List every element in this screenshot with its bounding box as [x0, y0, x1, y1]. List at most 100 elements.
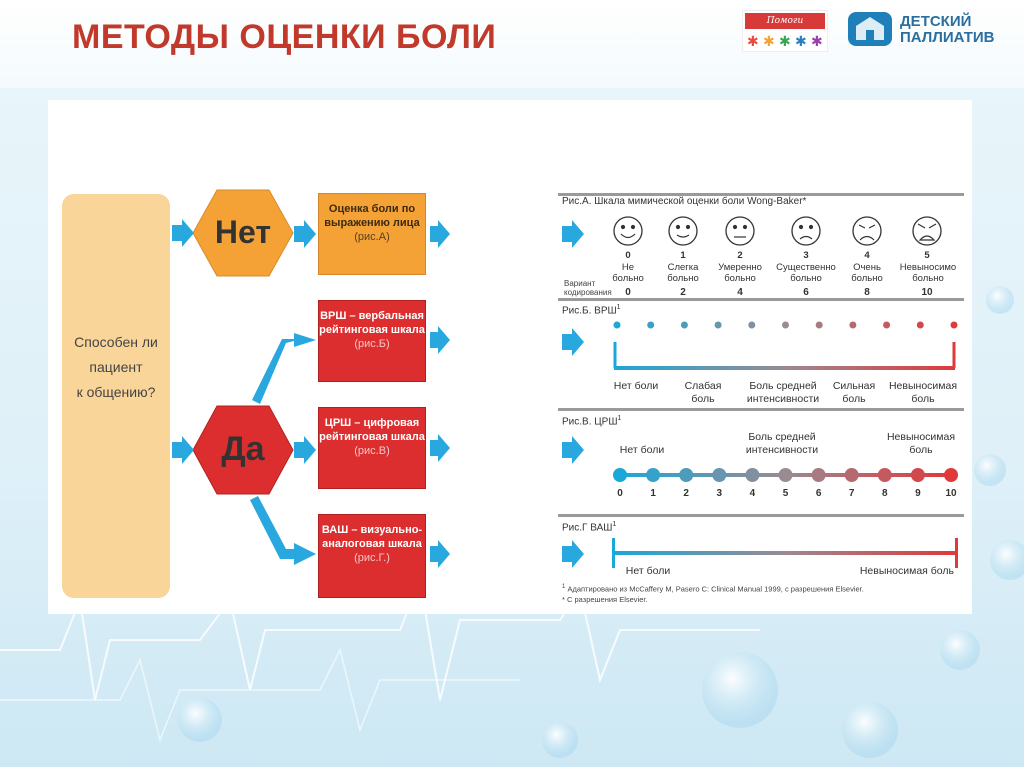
scale-d-title-text: Рис.Г ВАШ: [562, 522, 613, 534]
arrow-icon: [430, 540, 450, 568]
nrs-dot: [712, 468, 727, 482]
vrs-dot: [680, 321, 688, 329]
face-icon-4: [852, 216, 882, 246]
nrs-dot: [811, 468, 826, 482]
vrs-dot: [613, 321, 621, 329]
box-ref: (рис.Б): [354, 338, 390, 350]
face-num: 5: [924, 250, 930, 261]
svg-text:✱: ✱: [795, 34, 807, 49]
scale-d-title: Рис.Г ВАШ1: [562, 521, 616, 533]
footnote-mark: 1: [616, 304, 621, 311]
separator: [558, 193, 964, 196]
children-figures-icon: ✱ ✱ ✱ ✱ ✱: [747, 34, 823, 49]
question-box: [62, 194, 170, 598]
face-label: Очень больно: [851, 262, 883, 284]
arrow-icon: [172, 436, 194, 464]
vrs-label: Невыносимая боль: [888, 380, 958, 405]
box-ref: (рис.Г.): [354, 552, 390, 564]
charity-logo: Помоги сегодня! ✱ ✱ ✱ ✱ ✱: [742, 10, 828, 52]
logo-line2: ПАЛЛИАТИВ: [900, 29, 995, 46]
question-line: пациент: [89, 359, 143, 375]
code-num: 6: [803, 287, 809, 298]
face-icon-5: [912, 216, 942, 246]
palliative-logo-icon: [848, 12, 892, 46]
nrs-dot: [745, 468, 760, 482]
vrs-box: ВРШ – вербальная рейтинговая шкала (рис.…: [318, 300, 426, 382]
footnotes: 1 Адаптировано из McCaffery M, Pasero C:…: [562, 582, 962, 605]
nrs-dot: [944, 468, 958, 482]
box-ref: (рис.В): [354, 445, 390, 457]
vrs-dot: [647, 321, 655, 329]
face-icon-1: [668, 216, 698, 246]
vrs-dot: [782, 321, 789, 329]
nrs-number: 0: [617, 488, 623, 499]
nrs-dot: [844, 468, 859, 482]
vas-right-tick: [955, 538, 958, 568]
nrs-dot: [679, 468, 694, 482]
code-num: 4: [737, 287, 743, 298]
face-label: Слегка больно: [667, 262, 699, 284]
nrs-dot: [613, 468, 627, 482]
vrs-label: Боль средней интенсивности: [746, 380, 820, 405]
logo-line1: ДЕТСКИЙ: [900, 13, 972, 30]
nrs-dots: [613, 468, 958, 482]
face-num: 0: [625, 250, 631, 261]
face-num: 2: [737, 250, 743, 261]
nrs-number: 8: [882, 488, 888, 499]
footnote-mark: 1: [612, 521, 617, 528]
arrow-icon: [562, 540, 584, 568]
question-line: Способен ли: [74, 334, 158, 350]
arrow-icon: [252, 333, 316, 404]
scale-c-title: Рис.В. ЦРШ1: [562, 415, 621, 427]
nrs-number: 1: [650, 488, 656, 499]
coding-variant-label: Вариант кодирования: [564, 279, 612, 297]
arrow-icon: [294, 220, 316, 248]
box-title: ВАШ – визуально-аналоговая шкала: [321, 524, 423, 550]
scale-b-title-text: Рис.Б. ВРШ: [562, 305, 617, 317]
house-icon: [856, 17, 884, 40]
nrs-number: 3: [716, 488, 723, 499]
svg-text:✱: ✱: [779, 34, 791, 49]
vrs-dot: [849, 321, 857, 329]
nrs-top-label: Нет боли: [619, 444, 665, 456]
code-num: 2: [680, 287, 686, 298]
code-num: 8: [864, 287, 870, 298]
arrow-icon: [562, 328, 584, 356]
charity-logo-text: Помоги сегодня!: [745, 13, 825, 42]
face-label: Не больно: [612, 262, 644, 284]
nrs-dot: [778, 468, 793, 482]
nrs-top-label: Невыносимая боль: [886, 431, 956, 456]
footnote-2: * С разрешения Elsevier.: [562, 594, 648, 604]
face-icon-3: [791, 216, 821, 246]
face-label: Существенно больно: [776, 262, 836, 284]
page-title: МЕТОДЫ ОЦЕНКИ БОЛИ: [72, 18, 497, 56]
face-num: 1: [680, 250, 686, 261]
vas-left-label: Нет боли: [625, 565, 671, 577]
palliative-logo-text: ДЕТСКИЙ ПАЛЛИАТИВ: [900, 14, 1010, 46]
face-scale-box: Оценка боли по выражению лица (рис.А): [318, 193, 426, 275]
vrs-label: Нет боли: [613, 380, 659, 392]
arrow-icon: [430, 434, 450, 462]
face-icon-0: [613, 216, 643, 246]
nrs-number: 7: [848, 488, 855, 499]
face-label: Невыносимо больно: [899, 262, 957, 284]
vas-line: [614, 551, 956, 555]
nrs-number: 10: [945, 488, 957, 499]
nrs-dot: [877, 468, 892, 482]
svg-text:✱: ✱: [811, 34, 823, 49]
separator: [558, 514, 964, 517]
arrow-icon: [294, 436, 316, 464]
no-label: Нет: [214, 214, 272, 250]
box-ref: (рис.А): [354, 231, 390, 243]
scale-c-title-text: Рис.В. ЦРШ: [562, 416, 618, 428]
vas-right-label: Невыносимая боль: [859, 565, 954, 577]
nrs-number: 2: [683, 488, 689, 499]
scale-b-title: Рис.Б. ВРШ1: [562, 304, 621, 316]
box-title: ВРШ – вербальная рейтинговая шкала: [319, 310, 425, 336]
footnote-text: Адаптировано из McCaffery M, Pasero C: C…: [567, 584, 864, 594]
arrow-icon: [430, 220, 450, 248]
face-label: Умеренно больно: [718, 262, 762, 284]
nrs-dot: [910, 468, 925, 482]
